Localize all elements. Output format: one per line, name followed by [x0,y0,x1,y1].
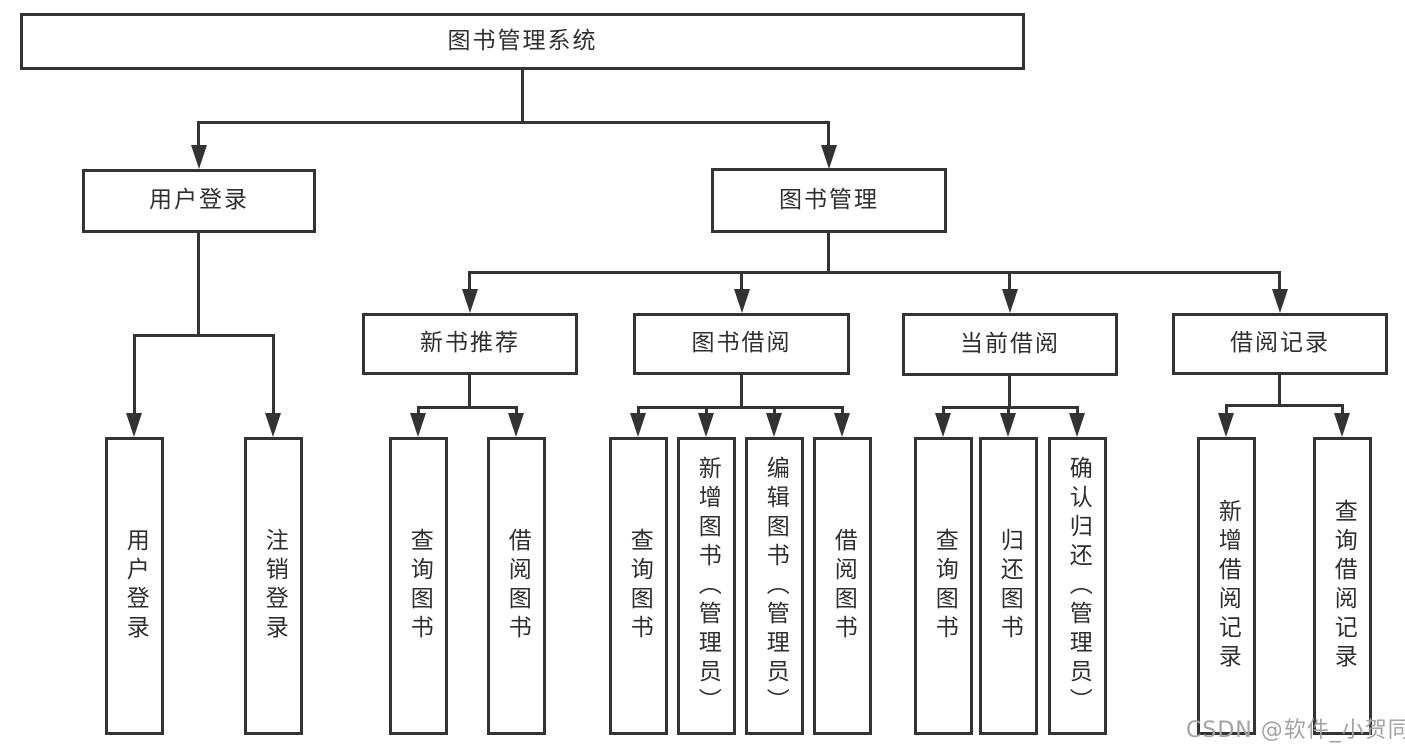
node-leaf-logout: 注销登录 [244,437,303,735]
edge-to-currentborrow-line [1008,271,1011,293]
arrowhead-icon [935,413,951,437]
node-new-book-rec: 新书推荐 [362,313,578,375]
arrowhead-icon [126,413,142,437]
edge-borrowrecord-bar [1225,404,1344,407]
arrowhead-icon [410,413,426,437]
node-leaf-user-login: 用户登录 [105,437,164,735]
node-leaf-br-add-record: 新增借阅记录 [1197,437,1256,735]
edge-root-stem [521,70,524,124]
edge-leaf-line [705,406,708,418]
edge-leaf-line [1225,404,1228,418]
edge-to-newbookrec-line [468,271,471,293]
node-root: 图书管理系统 [20,13,1025,70]
edge-leaf-line [942,406,945,418]
node-leaf-rec-borrow-book: 借阅图书 [487,437,546,735]
node-leaf-bb-borrow-book: 借阅图书 [813,437,872,735]
node-leaf-bb-add-book: 新增图书（管理员） [677,437,736,735]
edge-leaf-line [1076,406,1079,418]
arrowhead-icon [766,413,782,437]
arrowhead-icon [1272,289,1288,313]
edge-leaf-line [841,406,844,418]
edge-userlogin-stem [197,233,200,337]
edge-newbookrec-bar [417,406,518,409]
arrowhead-icon [1334,413,1350,437]
node-current-borrow: 当前借阅 [902,313,1118,376]
edge-borrowrecord-stem [1278,375,1281,407]
arrowhead-icon [1002,289,1018,313]
edge-to-leaf-userlogin-line [133,334,136,416]
arrowhead-icon [1069,413,1085,437]
edge-leaf-line [515,406,518,418]
arrowhead-icon [508,413,524,437]
edge-root-bookmgmt-line [827,121,830,151]
node-leaf-cb-confirm-return: 确认归还（管理员） [1048,437,1107,735]
node-leaf-cb-return-book: 归还图书 [979,437,1038,735]
arrowhead-icon [265,413,281,437]
node-book-borrow: 图书借阅 [633,313,850,375]
edge-leaf-line [417,406,420,418]
edge-to-bookborrow-line [740,271,743,293]
edge-currentborrow-bar [942,406,1079,409]
arrowhead-icon [1218,413,1234,437]
arrowhead-icon [698,413,714,437]
edge-leaf-line [773,406,776,418]
node-leaf-bb-query-book: 查询图书 [609,437,668,735]
edge-leaf-line [637,406,640,418]
edge-newbookrec-stem [468,375,471,409]
edge-root-bar [197,121,830,124]
arrowhead-icon [462,289,478,313]
edge-leaf-line [1007,406,1010,418]
arrowhead-icon [834,413,850,437]
edge-to-leaf-logout-line [272,334,275,416]
node-leaf-bb-edit-book: 编辑图书（管理员） [745,437,804,735]
node-user-login: 用户登录 [82,169,316,233]
node-borrow-record: 借阅记录 [1172,313,1388,375]
edge-bookborrow-stem [740,375,743,409]
edge-to-borrowrecord-line [1278,271,1281,293]
arrowhead-icon [734,289,750,313]
edge-bookmgmt-stem [827,233,830,273]
edge-leaf-line [1341,404,1344,418]
node-leaf-br-query-record: 查询借阅记录 [1313,437,1372,735]
edge-bookborrow-bar [637,406,844,409]
arrowhead-icon [630,413,646,437]
edge-currentborrow-stem [1008,376,1011,409]
node-leaf-rec-query-book: 查询图书 [389,437,448,735]
edge-userlogin-bar [133,334,275,337]
edge-bookmgmt-bar [469,271,1281,274]
csdn-watermark: CSDN @软件_小贺同学 [1186,718,1405,743]
arrowhead-icon [191,145,207,169]
arrowhead-icon [1000,413,1016,437]
node-leaf-cb-query-book: 查询图书 [914,437,973,735]
node-book-mgmt: 图书管理 [711,168,947,233]
arrowhead-icon [821,145,837,169]
edge-root-userlogin-line [197,121,200,151]
